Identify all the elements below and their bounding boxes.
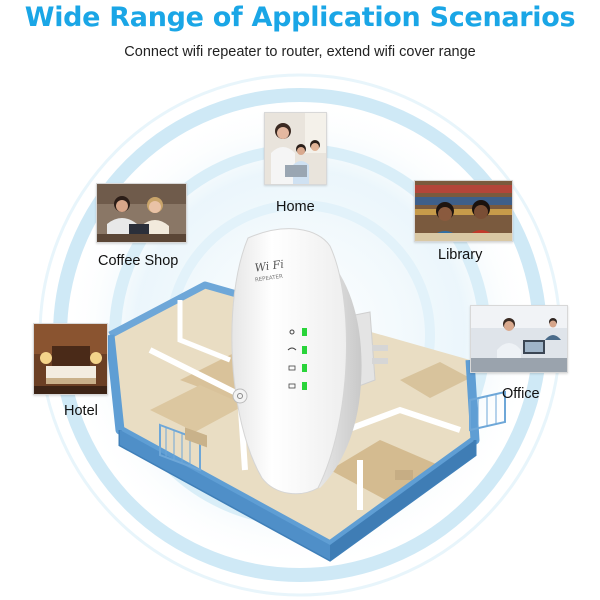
office-photo — [470, 305, 568, 373]
page-headline: Wide Range of Application Scenarios — [24, 2, 576, 33]
device-logo: Wi Fi — [254, 258, 285, 275]
coffee-shop-photo — [96, 183, 187, 243]
home-photo — [264, 112, 327, 185]
library-label: Library — [438, 247, 483, 263]
led-power — [302, 328, 307, 336]
wifi-repeater-device — [231, 228, 388, 495]
indicator-leds — [287, 328, 307, 390]
coffee-shop-label: Coffee Shop — [98, 253, 179, 269]
hotel-label: Hotel — [64, 403, 98, 419]
wps-button — [232, 388, 248, 404]
led-wifi — [302, 346, 307, 354]
balcony-right — [469, 390, 506, 432]
led-lan — [302, 382, 307, 390]
office-label: Office — [502, 386, 540, 402]
device-model-text: REPEATER — [255, 274, 284, 284]
led-wps — [302, 364, 307, 372]
home-label: Home — [276, 199, 315, 215]
library-photo — [414, 180, 513, 242]
hotel-photo — [33, 323, 108, 395]
page-subheadline: Connect wifi repeater to router, extend … — [124, 44, 476, 60]
